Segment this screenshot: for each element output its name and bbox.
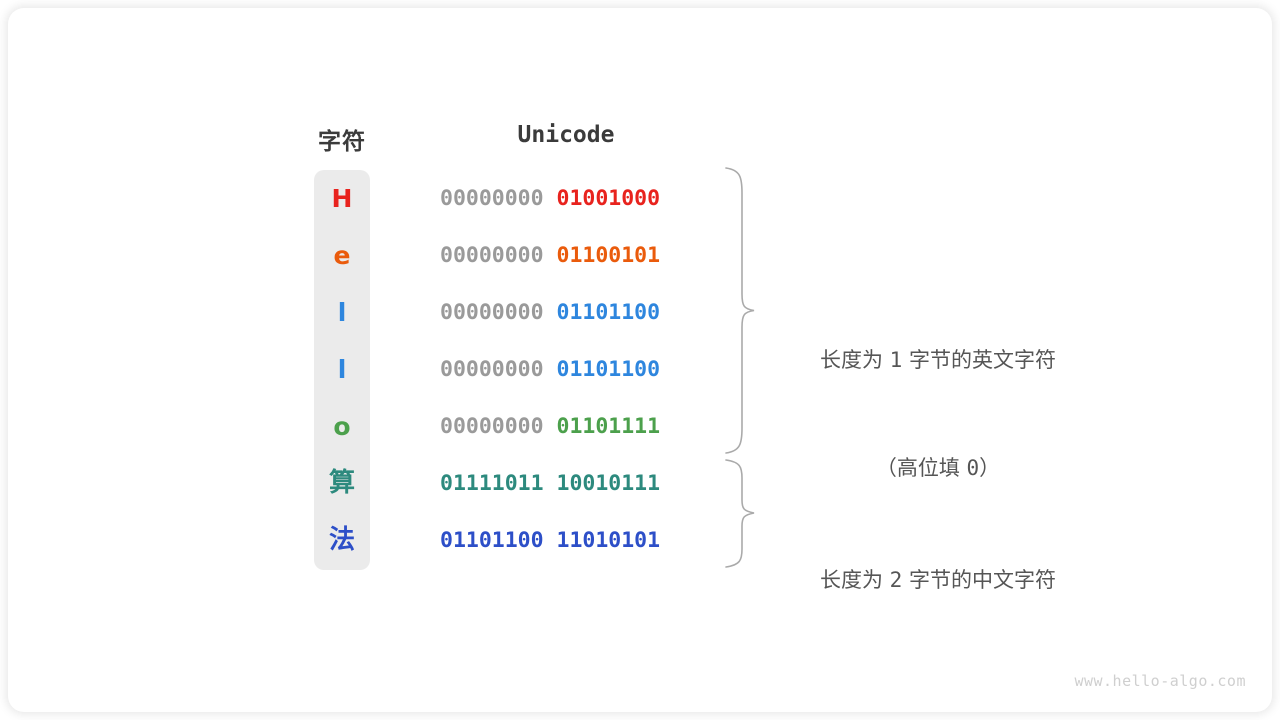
character-cell-0: H	[331, 184, 353, 213]
annotation-ascii-line1-a: 长度为	[819, 348, 890, 372]
character-cell-5: 算	[328, 468, 355, 498]
character-cell-3: l	[337, 355, 347, 384]
binary-low-byte-3: 01101100	[556, 357, 661, 382]
binary-high-byte-4: 00000000	[440, 414, 544, 439]
annotation-cjk-line1-a: 长度为	[819, 568, 890, 592]
binary-high-byte-3: 00000000	[440, 357, 544, 382]
binary-row-2: 00000000 01101100	[440, 284, 692, 341]
binary-high-byte-5: 01111011	[440, 471, 544, 496]
annotation-cjk-line1: 长度为 2 字节的中文字符	[770, 562, 1106, 598]
binary-row-0: 00000000 01001000	[440, 170, 692, 227]
binary-high-byte-1: 00000000	[440, 243, 544, 268]
group-brace-ascii	[725, 167, 755, 454]
column-header-unicode: Unicode	[517, 122, 615, 148]
binary-row-5: 01111011 10010111	[440, 455, 692, 512]
binary-high-byte-6: 01101100	[440, 528, 544, 553]
annotation-ascii-line1-b: 字节的英文字符	[902, 348, 1057, 372]
binary-row-3: 00000000 01101100	[440, 341, 692, 398]
annotation-cjk: 长度为 2 字节的中文字符	[770, 490, 1106, 670]
character-cell-1: e	[333, 241, 351, 270]
binary-low-byte-6: 11010101	[556, 528, 661, 553]
binary-row-6: 01101100 11010101	[440, 512, 692, 569]
binary-high-byte-2: 00000000	[440, 300, 544, 325]
binary-row-1: 00000000 01100101	[440, 227, 692, 284]
annotation-ascii-line2: （高位填 0）	[770, 450, 1106, 486]
diagram-card: 字符 Unicode H e l l o 算 法 00000000 010010…	[8, 8, 1272, 712]
binary-high-byte-0: 00000000	[440, 186, 544, 211]
annotation-ascii-line2-num: 0	[966, 456, 980, 480]
annotation-cjk-line1-num: 2	[889, 568, 903, 592]
character-column-strip	[314, 170, 370, 570]
annotation-ascii-line1: 长度为 1 字节的英文字符	[770, 342, 1106, 378]
group-brace-cjk	[725, 459, 755, 568]
annotation-ascii: 长度为 1 字节的英文字符 （高位填 0）	[770, 270, 1106, 558]
binary-low-byte-0: 01001000	[556, 186, 661, 211]
annotation-ascii-line1-num: 1	[889, 348, 903, 372]
character-cell-6: 法	[328, 525, 355, 555]
column-header-character: 字符	[318, 128, 366, 154]
binary-row-4: 00000000 01101111	[440, 398, 692, 455]
binary-low-byte-1: 01100101	[556, 243, 661, 268]
character-cell-4: o	[333, 412, 351, 441]
binary-low-byte-2: 01101100	[556, 300, 661, 325]
watermark-url: www.hello-algo.com	[1074, 672, 1246, 690]
annotation-ascii-line2-a: （高位填	[875, 456, 967, 480]
binary-low-byte-4: 01101111	[556, 414, 661, 439]
annotation-ascii-line2-b: ）	[979, 456, 1001, 480]
annotation-cjk-line1-b: 字节的中文字符	[902, 568, 1057, 592]
binary-low-byte-5: 10010111	[556, 471, 661, 496]
character-cell-2: l	[337, 298, 347, 327]
